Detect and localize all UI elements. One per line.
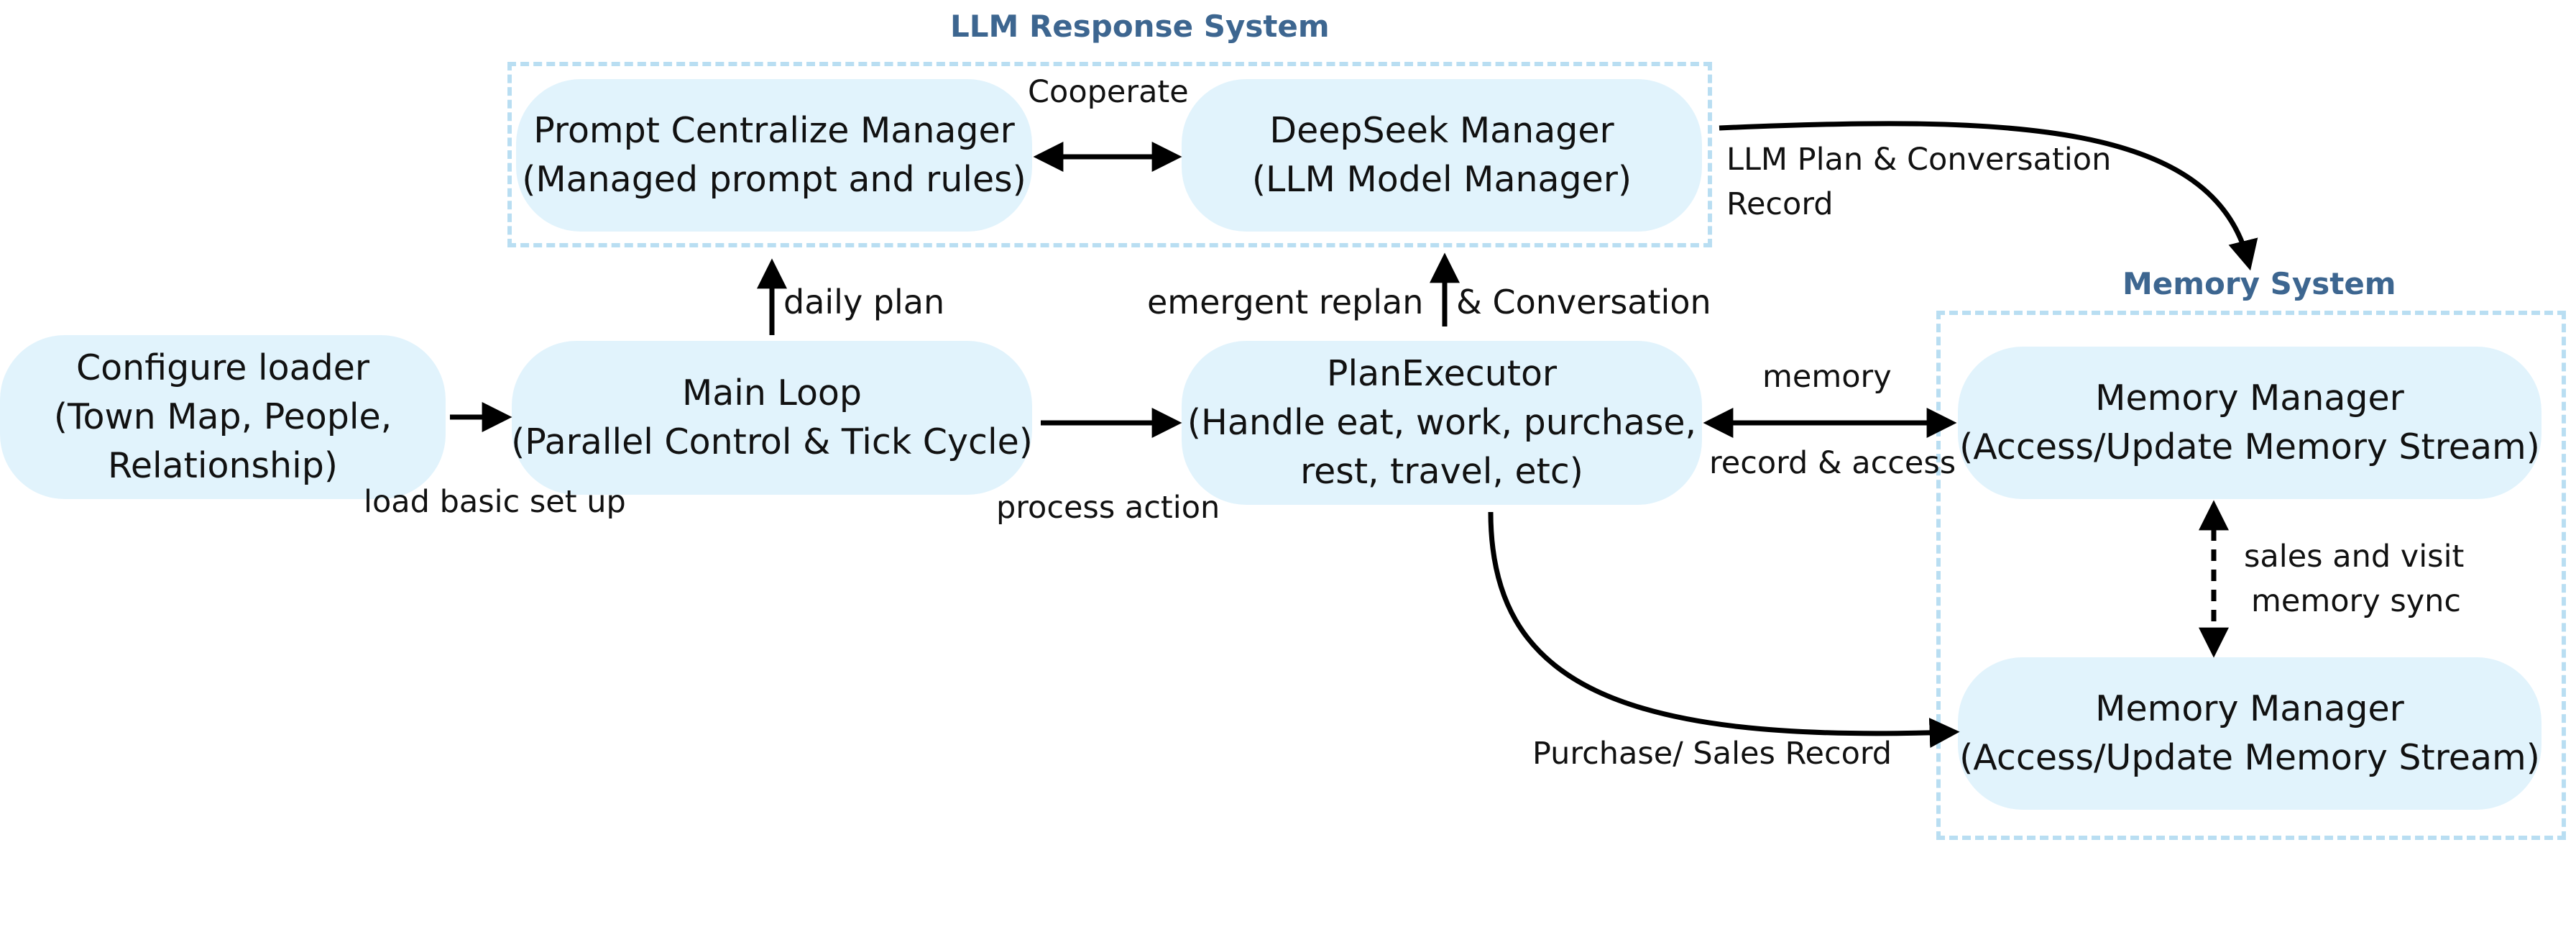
plan-executor-node: PlanExecutor (Handle eat, work, purchase… — [1182, 341, 1702, 505]
llm-plan-label: LLM Plan & Conversation — [1726, 142, 2112, 178]
node-label: PlanExecutor — [1326, 353, 1558, 394]
configure-loader-node: Configure loader (Town Map, People, Rela… — [0, 335, 446, 499]
record-access-label: record & access — [1709, 445, 1956, 481]
llm-plan-label-line2: Record — [1726, 186, 1834, 222]
node-sublabel: (Managed prompt and rules) — [522, 159, 1026, 200]
node-label: DeepSeek Manager — [1269, 110, 1614, 151]
memory-manager-bottom-node: Memory Manager (Access/Update Memory Str… — [1958, 657, 2542, 810]
memory-manager-top-node: Memory Manager (Access/Update Memory Str… — [1958, 347, 2542, 499]
purchase-sales-label: Purchase/ Sales Record — [1532, 736, 1892, 772]
prompt-centralize-manager-node: Prompt Centralize Manager (Managed promp… — [516, 79, 1032, 232]
node-sublabel: (Town Map, People, — [53, 396, 392, 437]
llm-response-system-group — [507, 62, 1712, 247]
node-sublabel: rest, travel, etc) — [1300, 451, 1583, 492]
node-label: Configure loader — [75, 347, 370, 388]
node-label: Main Loop — [681, 373, 862, 414]
node-sublabel: (Access/Update Memory Stream) — [1959, 426, 2540, 467]
and-conversation-label: & Conversation — [1456, 283, 1711, 321]
llm-plan-record-arrow — [1719, 121, 2258, 271]
node-sublabel: Relationship) — [108, 445, 338, 486]
memory-system-group — [1936, 311, 2566, 840]
main-loop-node: Main Loop (Parallel Control & Tick Cycle… — [511, 341, 1033, 495]
memory-sync-label: memory sync — [2251, 583, 2462, 619]
node-label: Memory Manager — [2095, 378, 2404, 419]
process-action-label: process action — [996, 490, 1220, 526]
node-sublabel: (Handle eat, work, purchase, — [1187, 402, 1697, 443]
node-label: Prompt Centralize Manager — [533, 110, 1015, 151]
purchase-sales-arrow — [1488, 511, 1960, 748]
node-sublabel: (LLM Model Manager) — [1251, 159, 1632, 200]
llm-response-system-title: LLM Response System — [950, 9, 1330, 44]
node-sublabel: (Access/Update Memory Stream) — [1959, 737, 2540, 778]
load-basic-setup-label: load basic set up — [364, 484, 626, 520]
emergent-replan-label: emergent replan — [1147, 283, 1424, 321]
node-sublabel: (Parallel Control & Tick Cycle) — [511, 421, 1033, 462]
cooperate-label: Cooperate — [1028, 74, 1189, 110]
sales-visit-label: sales and visit — [2244, 539, 2465, 575]
memory-system-title: Memory System — [2122, 266, 2396, 301]
daily-plan-label: daily plan — [783, 283, 945, 321]
deepseek-manager-node: DeepSeek Manager (LLM Model Manager) — [1182, 79, 1702, 232]
memory-label: memory — [1762, 359, 1892, 395]
node-label: Memory Manager — [2095, 688, 2404, 729]
